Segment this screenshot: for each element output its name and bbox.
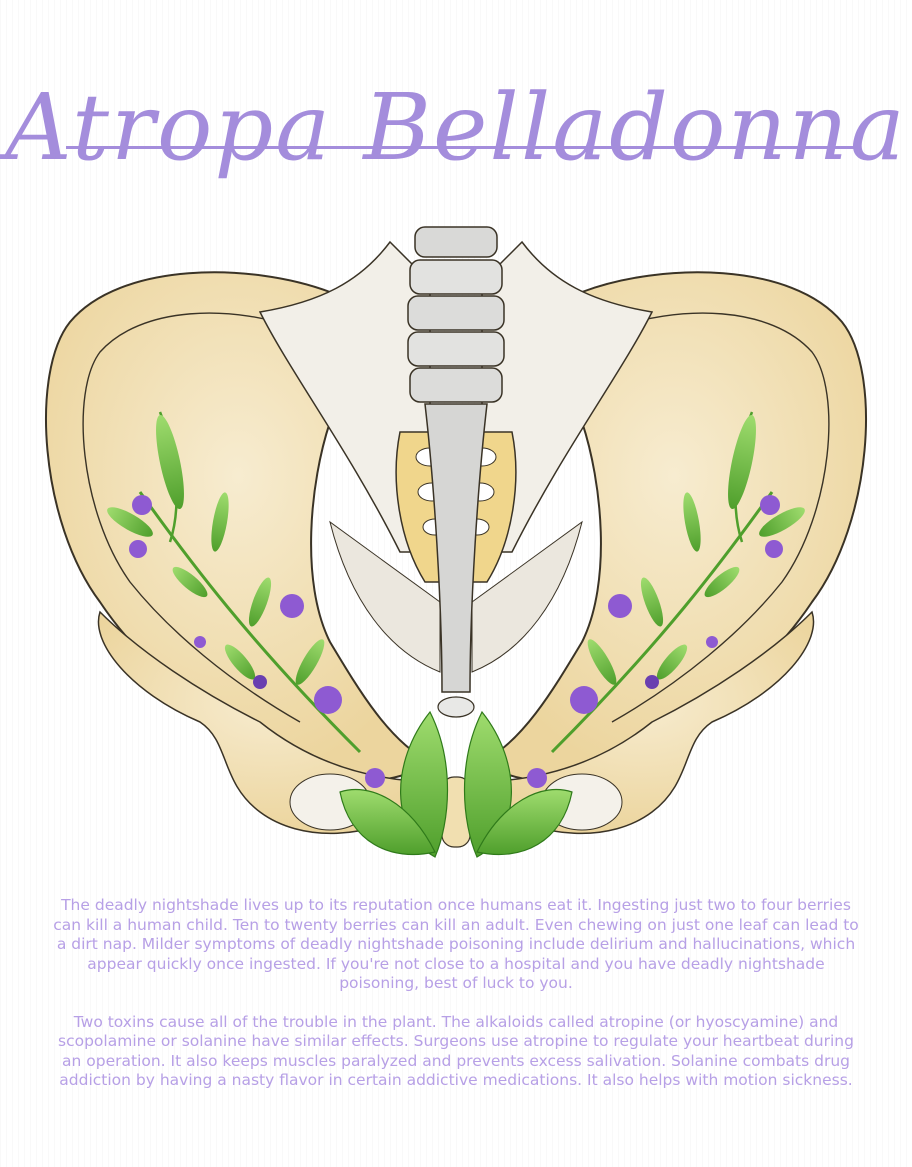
pelvis-illustration: [45, 226, 867, 858]
page-title: Atropa Belladonna: [5, 74, 907, 181]
title-underline: [66, 146, 854, 149]
center-leaf-cluster: [339, 710, 573, 858]
paragraph-1: The deadly nightshade lives up to its re…: [53, 896, 859, 992]
ligaments: [258, 240, 654, 673]
description: The deadly nightshade lives up to its re…: [52, 896, 860, 1110]
right-belladonna-sprig: [550, 411, 805, 754]
title-block: Atropa Belladonna: [0, 40, 912, 220]
spine: [407, 226, 505, 718]
paragraph-2: Two toxins cause all of the trouble in t…: [58, 1012, 854, 1090]
left-belladonna-sprig: [107, 411, 362, 754]
